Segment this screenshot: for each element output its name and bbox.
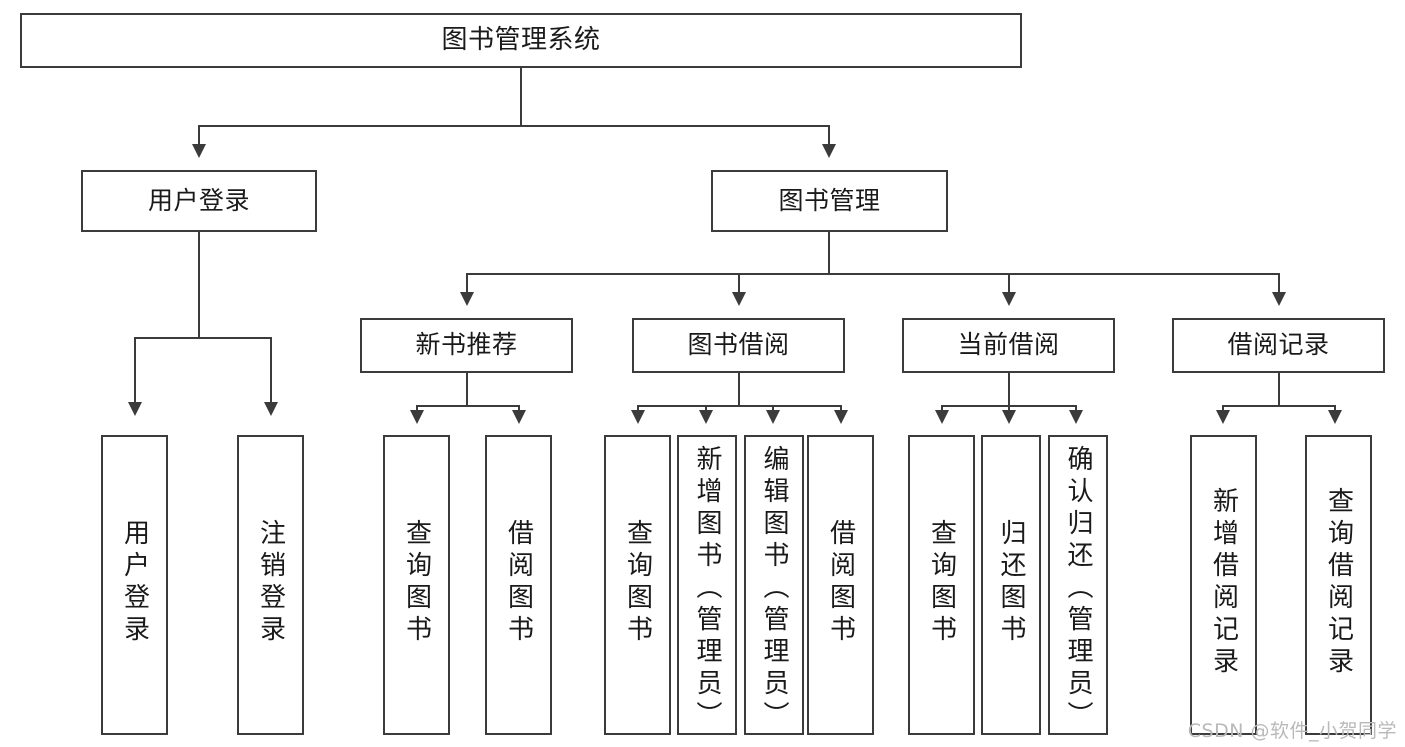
connector-bookborrow-drop-1 — [637, 405, 639, 413]
connector-newbook-drop-2 — [518, 405, 520, 413]
leaf-query-book-recommend[interactable]: 查询图书 — [383, 435, 450, 735]
connector-userlogin-drop-1 — [134, 337, 136, 405]
connector-currentborrow-drop-1 — [941, 405, 943, 413]
arrow-bookborrow-to-edit — [766, 410, 780, 424]
arrow-currentborrow-to-query — [935, 410, 949, 424]
node-label: 查询图书 — [926, 519, 957, 647]
connector-bookmgmt-bus — [466, 273, 1280, 275]
connector-userlogin-drop-2 — [270, 337, 272, 405]
node-label: 图书管理系统 — [441, 24, 601, 55]
connector-bookborrow-drop-4 — [840, 405, 842, 413]
connector-bookmgmt-drop-4 — [1278, 273, 1280, 295]
node-label: 新增借阅记录 — [1208, 487, 1239, 679]
leaf-confirm-return-admin[interactable]: 确认归还（管理员） — [1048, 435, 1108, 735]
node-label: 新书推荐 — [415, 330, 518, 360]
arrow-borrowrecord-to-add — [1216, 410, 1230, 424]
arrow-bookborrow-to-add — [699, 410, 713, 424]
connector-bookborrow-drop-3 — [772, 405, 774, 413]
node-label: 借阅图书 — [825, 519, 856, 647]
node-current-borrow[interactable]: 当前借阅 — [902, 318, 1115, 373]
arrow-bookmgmt-to-record — [1272, 292, 1286, 306]
node-root-system[interactable]: 图书管理系统 — [20, 13, 1022, 68]
node-label: 图书借阅 — [687, 330, 790, 360]
connector-newbook-drop-1 — [416, 405, 418, 413]
node-label: 确认归还（管理员） — [1063, 445, 1093, 733]
leaf-borrow-book-recommend[interactable]: 借阅图书 — [485, 435, 552, 735]
connector-bookmgmt-drop-2 — [738, 273, 740, 295]
arrow-userlogin-to-login — [128, 402, 142, 416]
leaf-lend-book[interactable]: 借阅图书 — [807, 435, 874, 735]
connector-borrowrecord-drop-2 — [1334, 405, 1336, 413]
leaf-query-book-borrow[interactable]: 查询图书 — [604, 435, 671, 735]
node-label: 查询图书 — [401, 519, 432, 647]
node-user-login[interactable]: 用户登录 — [81, 170, 317, 232]
connector-bookborrow-bus — [637, 405, 842, 407]
connector-root-drop-1 — [198, 125, 200, 147]
leaf-edit-book-admin[interactable]: 编辑图书（管理员） — [744, 435, 804, 735]
connector-root-stem — [520, 68, 522, 126]
watermark-text: CSDN @软件_小贺同学 — [1187, 720, 1397, 742]
connector-bookmgmt-drop-1 — [466, 273, 468, 295]
arrow-bookborrow-to-lend — [834, 410, 848, 424]
connector-bookborrow-stem — [738, 373, 740, 406]
node-label: 新增图书（管理员） — [692, 445, 722, 733]
node-label: 用户登录 — [119, 519, 150, 647]
connector-root-drop-2 — [828, 125, 830, 147]
arrow-userlogin-to-logout — [264, 402, 278, 416]
arrow-currentborrow-to-return — [1002, 410, 1016, 424]
node-book-management[interactable]: 图书管理 — [711, 170, 948, 232]
arrow-borrowrecord-to-query — [1328, 410, 1342, 424]
connector-borrowrecord-drop-1 — [1222, 405, 1224, 413]
arrow-root-to-user-login — [192, 144, 206, 158]
leaf-return-book[interactable]: 归还图书 — [981, 435, 1041, 735]
connector-userlogin-bus — [134, 337, 270, 339]
connector-currentborrow-drop-2 — [1008, 405, 1010, 413]
leaf-query-borrow-record[interactable]: 查询借阅记录 — [1305, 435, 1372, 735]
connector-currentborrow-drop-3 — [1075, 405, 1077, 413]
connector-bookmgmt-drop-3 — [1008, 273, 1010, 295]
connector-bookmgmt-stem — [828, 232, 830, 274]
node-new-book-recommend[interactable]: 新书推荐 — [360, 318, 573, 373]
leaf-user-login[interactable]: 用户登录 — [101, 435, 168, 735]
connector-userlogin-stem — [198, 232, 200, 338]
node-label: 编辑图书（管理员） — [759, 445, 789, 733]
node-label: 当前借阅 — [957, 330, 1060, 360]
connector-newbook-bus — [416, 405, 520, 407]
node-label: 用户登录 — [147, 185, 250, 215]
connector-bookborrow-drop-2 — [705, 405, 707, 413]
connector-currentborrow-stem — [1008, 373, 1010, 406]
connector-root-bus — [198, 125, 830, 127]
arrow-bookmgmt-to-current — [1002, 292, 1016, 306]
leaf-logout[interactable]: 注销登录 — [237, 435, 304, 735]
node-label: 图书管理 — [778, 185, 881, 215]
arrow-bookmgmt-to-newbook — [460, 292, 474, 306]
connector-borrowrecord-bus — [1222, 405, 1336, 407]
connector-newbook-stem — [466, 373, 468, 406]
arrow-newbook-to-borrow — [512, 410, 526, 424]
arrow-bookmgmt-to-borrow — [732, 292, 746, 306]
node-label: 归还图书 — [996, 519, 1026, 647]
connector-borrowrecord-stem — [1278, 373, 1280, 406]
arrow-root-to-book-manage — [822, 144, 836, 158]
node-label: 借阅图书 — [503, 519, 534, 647]
arrow-newbook-to-query — [410, 410, 424, 424]
node-borrow-record[interactable]: 借阅记录 — [1172, 318, 1385, 373]
leaf-add-borrow-record[interactable]: 新增借阅记录 — [1190, 435, 1257, 735]
node-book-borrow[interactable]: 图书借阅 — [632, 318, 845, 373]
node-label: 查询图书 — [622, 519, 653, 647]
node-label: 借阅记录 — [1227, 330, 1330, 360]
arrow-currentborrow-to-confirm — [1069, 410, 1083, 424]
leaf-add-book-admin[interactable]: 新增图书（管理员） — [677, 435, 737, 735]
node-label: 注销登录 — [255, 519, 286, 647]
leaf-query-book-current[interactable]: 查询图书 — [908, 435, 975, 735]
arrow-bookborrow-to-query — [631, 410, 645, 424]
node-label: 查询借阅记录 — [1323, 487, 1354, 679]
